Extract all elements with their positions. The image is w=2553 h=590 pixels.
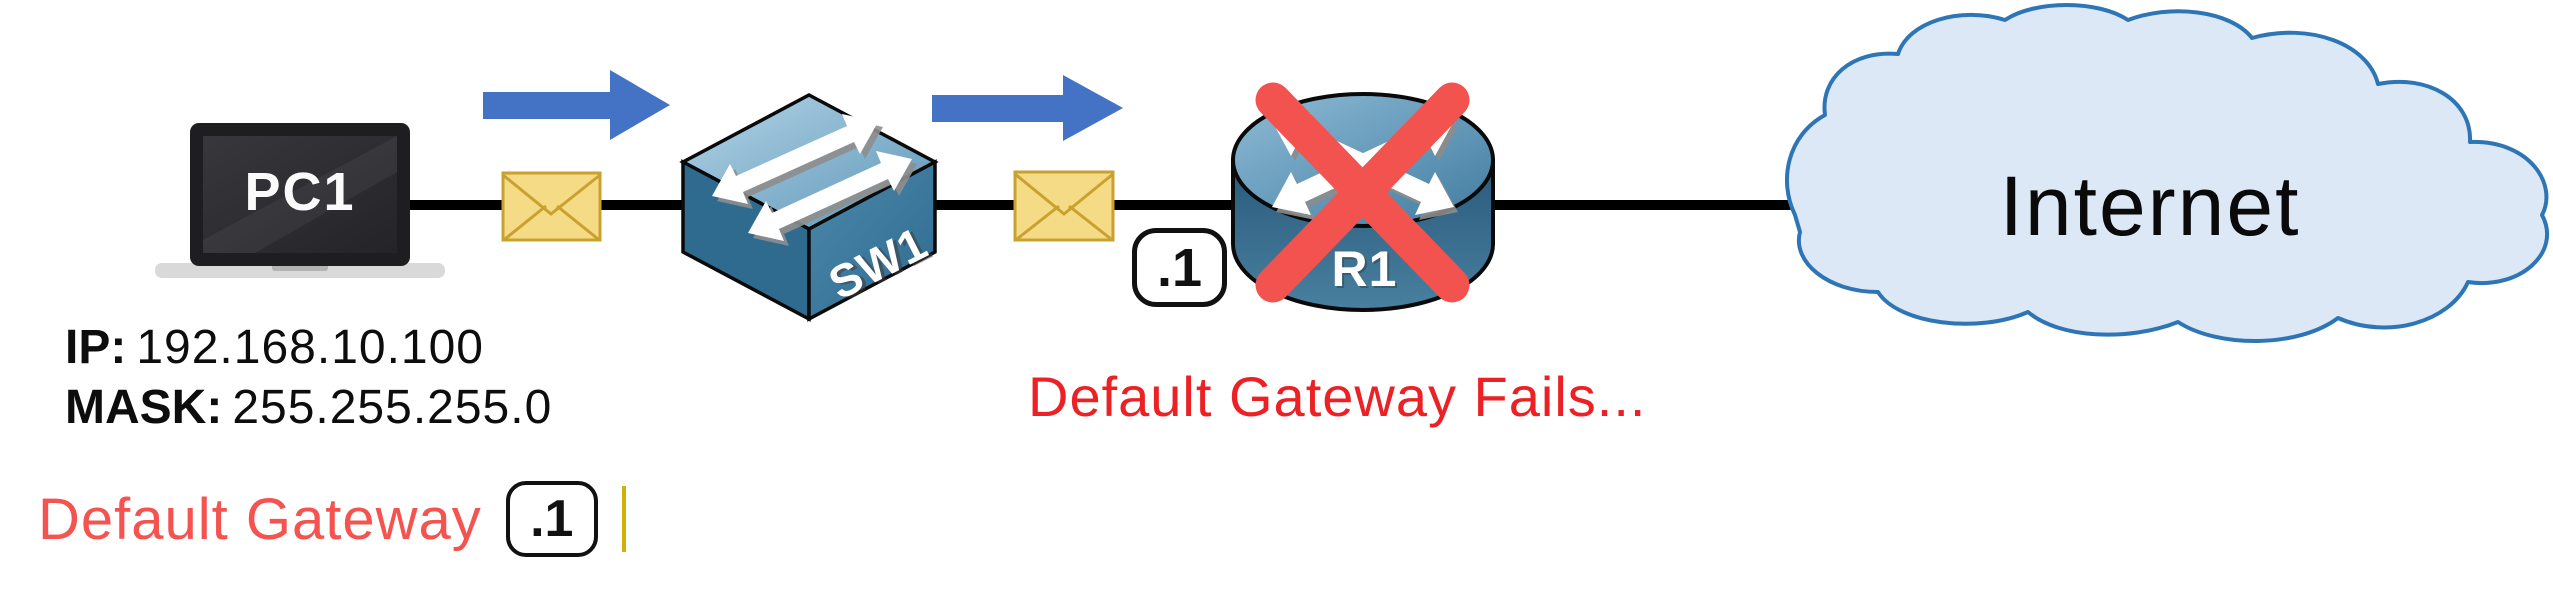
mask-value: 255.255.255.0 [232, 381, 553, 434]
envelope-icon [1013, 170, 1115, 242]
ip-label: IP: [65, 321, 127, 374]
laptop-icon [155, 123, 445, 278]
internet-label: Internet [1999, 159, 2301, 253]
default-gateway-label: Default Gateway [38, 486, 482, 552]
mask-label: MASK: [65, 381, 223, 434]
arrow-right-icon [483, 70, 670, 140]
mask-line: MASK:255.255.255.0 [65, 378, 552, 438]
pc-address-block: IP:192.168.10.100 MASK:255.255.255.0 [65, 318, 552, 438]
arrow-right-icon [932, 75, 1123, 141]
default-gateway-value-chip: .1 [505, 481, 598, 557]
default-gateway-row: Default Gateway .1 [38, 478, 626, 560]
envelope-icon [501, 171, 602, 242]
text-cursor [621, 486, 626, 552]
red-x-icon [1255, 82, 1470, 303]
switch-icon [679, 93, 939, 322]
failure-text: Default Gateway Fails... [1028, 365, 1647, 428]
router-label: R1 [1331, 241, 1398, 297]
ip-line: IP:192.168.10.100 [65, 318, 552, 378]
pc-label: PC1 [244, 162, 356, 222]
ip-value: 192.168.10.100 [136, 321, 484, 374]
cloud-icon [1785, 3, 2550, 343]
router-interface-chip: .1 [1132, 228, 1227, 307]
